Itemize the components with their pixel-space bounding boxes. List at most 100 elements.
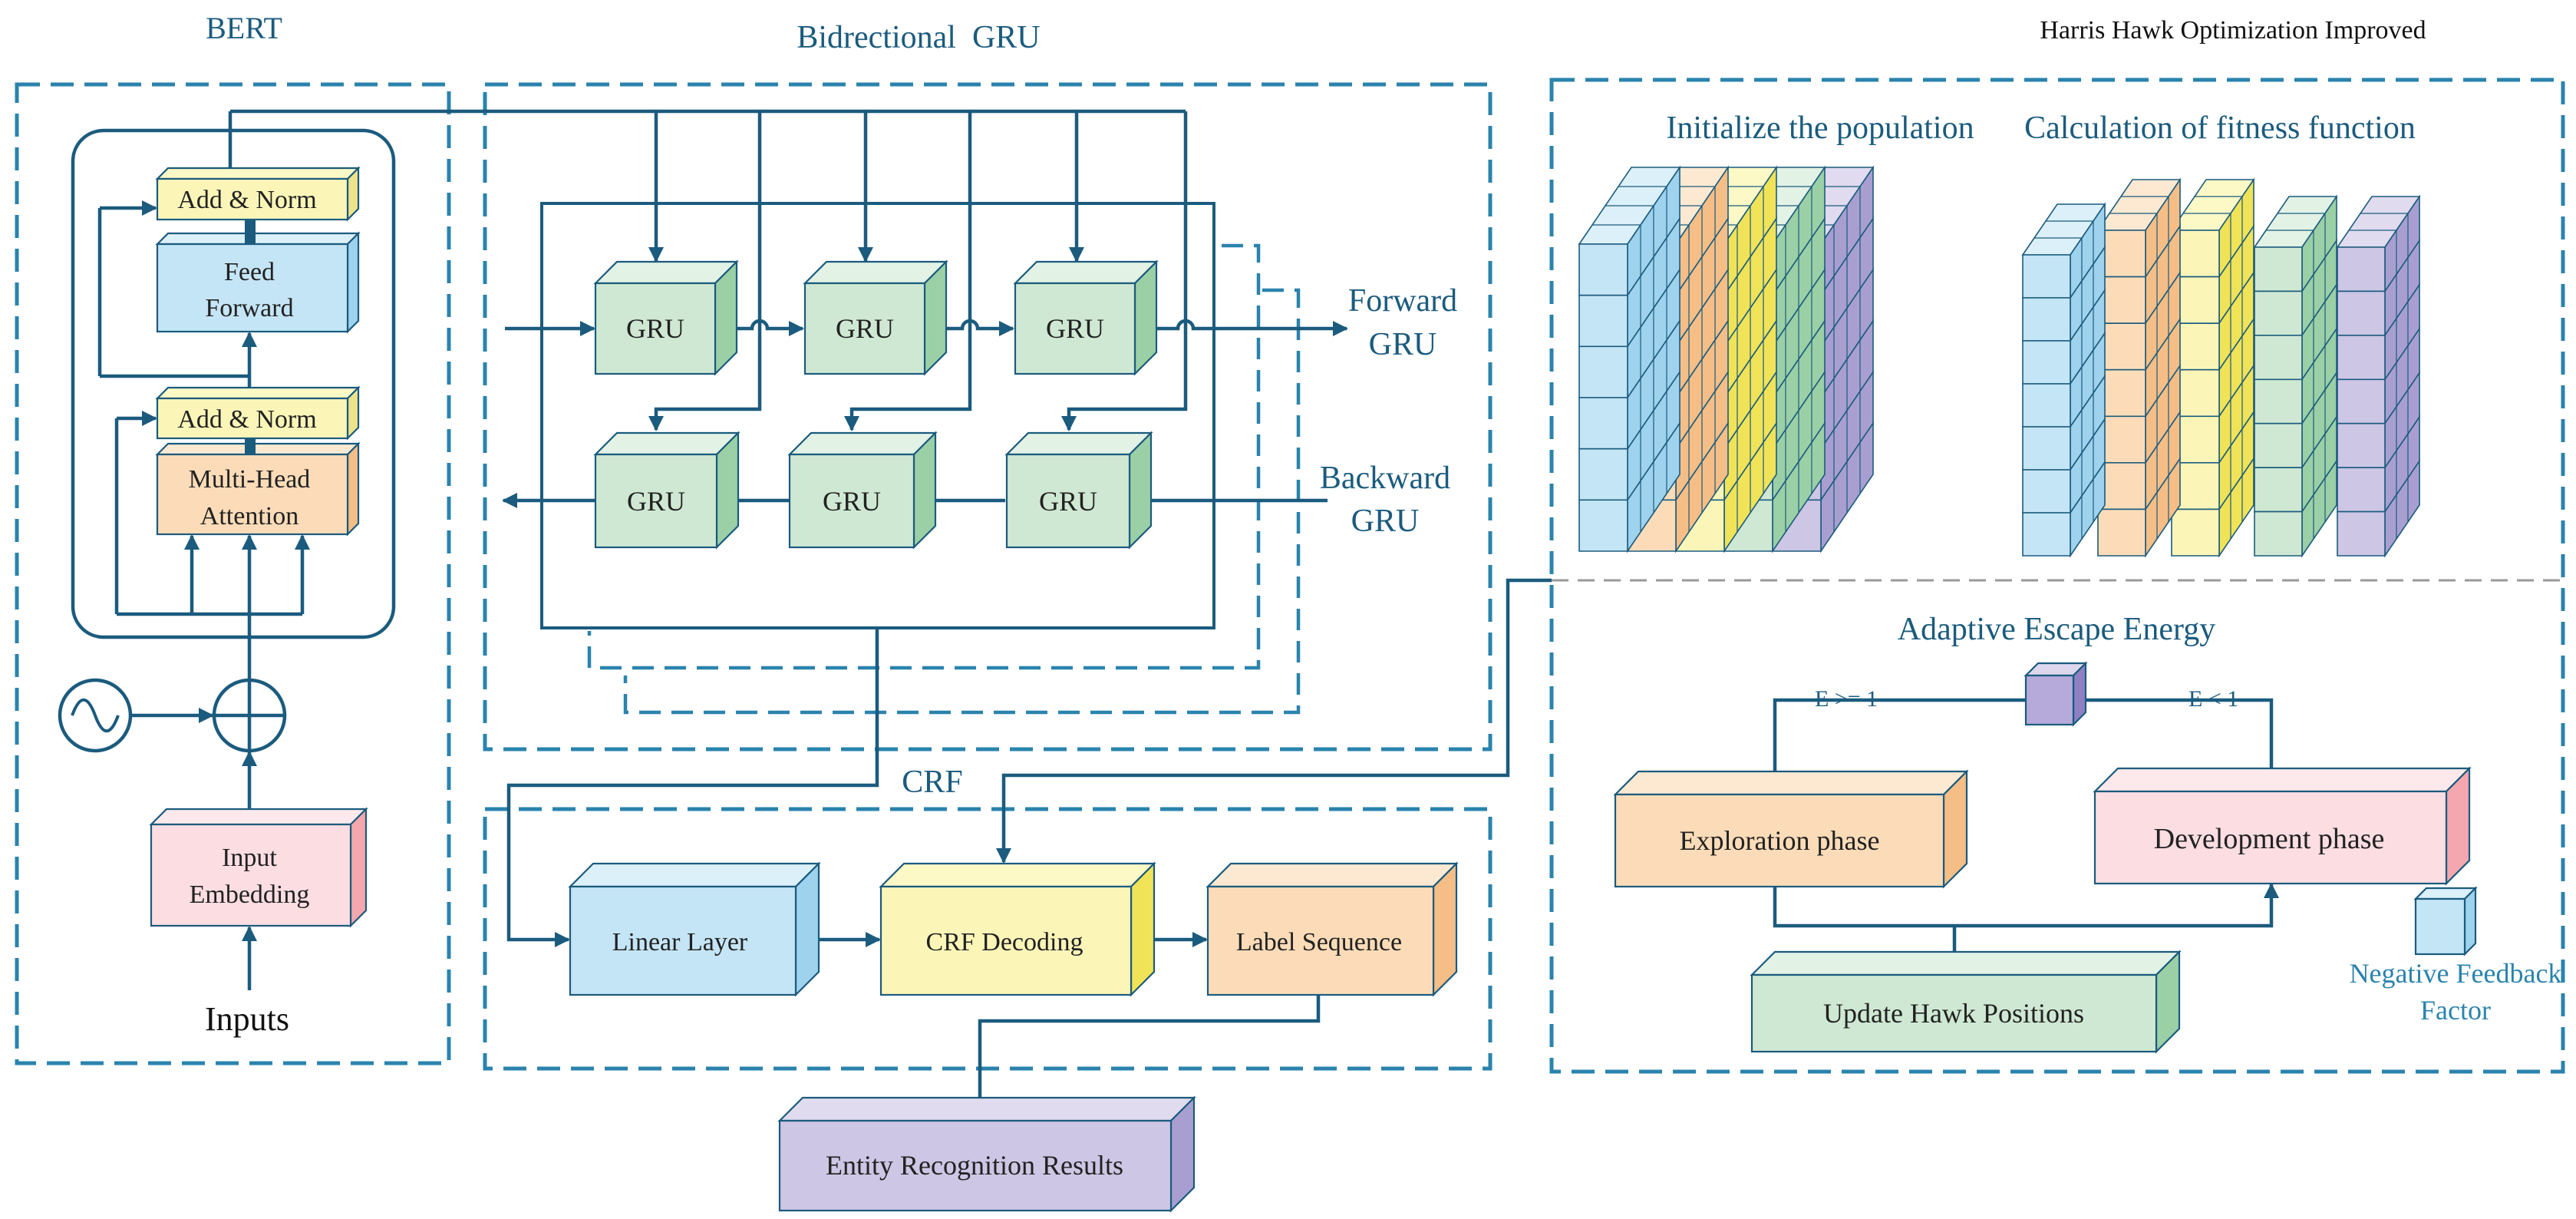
crf-frame xyxy=(483,807,1492,1071)
input-embedding-box: Input Embedding xyxy=(149,807,368,928)
bert-frame xyxy=(15,82,451,1065)
gru-cell-label: GRU xyxy=(836,313,894,344)
gru-cell-backward-1: GRU xyxy=(593,431,740,550)
negative-feedback-node xyxy=(2413,886,2478,956)
encoder-block xyxy=(71,128,396,639)
fitness-column-cell xyxy=(2022,297,2071,342)
feed-forward-box: Feed Forward xyxy=(155,231,361,334)
fitness-column-cell xyxy=(2022,383,2071,428)
add-norm-bottom-box: Add & Norm xyxy=(155,385,361,441)
linear-layer-box: Linear Layer xyxy=(568,861,821,997)
embedding-label-2: Embedding xyxy=(190,880,310,909)
fitness-column-cell xyxy=(2097,508,2146,557)
fitness-column-cell xyxy=(2254,378,2303,425)
label-sequence-box: Label Sequence xyxy=(1206,861,1459,997)
fitness-column-cell xyxy=(2337,422,2386,468)
entity-results-label: Entity Recognition Results xyxy=(826,1150,1123,1181)
label-sequence-label: Label Sequence xyxy=(1236,928,1402,956)
population-column-cell xyxy=(1578,294,1628,348)
crf-decoding-box: CRF Decoding xyxy=(879,861,1156,997)
add-norm-top-box: Add & Norm xyxy=(155,166,361,222)
population-column-cell xyxy=(1578,448,1628,501)
adaptive-escape-energy-title: Adaptive Escape Energy xyxy=(1898,612,2215,647)
fitness-column-cell xyxy=(2022,426,2071,471)
negative-feedback-label-2: Factor xyxy=(2420,995,2491,1026)
feed-forward-label-2: Forward xyxy=(205,294,293,322)
gru-cell-forward-3: GRU xyxy=(1013,259,1159,376)
entity-recognition-results-box: Entity Recognition Results xyxy=(777,1095,1196,1213)
development-label: Development phase xyxy=(2154,823,2385,855)
gru-dashed-layers xyxy=(587,243,1301,715)
gru-cell-label: GRU xyxy=(1046,313,1104,344)
fitness-column-cell xyxy=(2171,508,2220,557)
fitness-column-cell xyxy=(2337,290,2386,336)
gru-cell-backward-3: GRU xyxy=(1004,431,1153,550)
bigru-title: Bidrectional GRU xyxy=(797,20,1040,55)
fitness-column-cell xyxy=(2254,335,2303,381)
fitness-column-cell xyxy=(2022,469,2071,514)
connector-stub xyxy=(245,438,256,455)
population-grid xyxy=(1578,165,1875,553)
fitness-column-cell xyxy=(2337,335,2386,381)
fitness-column-cell xyxy=(2254,246,2303,292)
linear-layer-label: Linear Layer xyxy=(612,928,748,956)
population-column-cell xyxy=(1578,499,1628,552)
hho-frame xyxy=(1549,78,2565,1074)
fitness-column-cell xyxy=(2022,254,2071,299)
attention-label-2: Attention xyxy=(200,502,298,530)
backward-gru-label-1: Backward xyxy=(1320,461,1450,496)
update-positions-label: Update Hawk Positions xyxy=(1823,998,2084,1029)
backward-gru-label-2: GRU xyxy=(1351,504,1420,539)
crf-connectors xyxy=(506,578,1552,1122)
embedding-label-1: Input xyxy=(222,844,277,872)
hho-title: Harris Hawk Optimization Improved xyxy=(2040,16,2426,45)
fitness-column-cell xyxy=(2254,467,2303,513)
hho-connectors xyxy=(1766,698,2280,971)
crf-title: CRF xyxy=(902,765,962,800)
exploration-phase-box: Exploration phase xyxy=(1613,769,1969,889)
fitness-column-cell xyxy=(2254,290,2303,336)
fitness-function-title: Calculation of fitness function xyxy=(2024,111,2416,146)
gru-cell-label: GRU xyxy=(627,486,685,517)
add-norm-bottom-label: Add & Norm xyxy=(177,405,316,434)
energy-node xyxy=(2024,661,2088,727)
init-population-title: Initialize the population xyxy=(1666,111,1974,146)
gru-cell-label: GRU xyxy=(1039,486,1097,517)
gru-connectors xyxy=(230,109,1349,509)
sum-icon xyxy=(212,678,287,753)
fitness-column-cell xyxy=(2022,512,2071,557)
gru-cell-backward-2: GRU xyxy=(787,431,938,550)
bigru-frame xyxy=(483,82,1492,752)
gru-cell-label: GRU xyxy=(626,313,684,344)
exploration-label: Exploration phase xyxy=(1680,825,1880,856)
fitness-column-cell xyxy=(2254,510,2303,557)
e-ge-label: E >= 1 xyxy=(1815,686,1878,712)
update-positions-box: Update Hawk Positions xyxy=(1750,950,2182,1054)
gru-cells: GRU GRU GRU GRU GRU xyxy=(593,259,1159,550)
bert-connectors xyxy=(97,111,311,990)
connector-stub xyxy=(245,220,256,243)
gru-cell-forward-1: GRU xyxy=(593,259,739,376)
forward-gru-label-2: GRU xyxy=(1369,327,1437,362)
fitness-column-cell xyxy=(2254,422,2303,468)
fitness-grid xyxy=(2021,177,2421,558)
negative-feedback-label-1: Negative Feedback xyxy=(2350,958,2562,989)
multi-head-attention-box: Multi-Head Attention xyxy=(155,441,361,537)
population-column-cell xyxy=(1578,243,1628,296)
crf-decoding-label: CRF Decoding xyxy=(926,928,1084,956)
population-column-cell xyxy=(1578,345,1628,398)
gru-cell-label: GRU xyxy=(823,486,881,517)
fitness-column-cell xyxy=(2337,467,2386,513)
fitness-column-cell xyxy=(2022,340,2071,385)
e-lt-label: E < 1 xyxy=(2188,686,2238,712)
feed-forward-label-1: Feed xyxy=(224,258,275,286)
forward-gru-label-1: Forward xyxy=(1348,283,1457,319)
gru-cell-forward-2: GRU xyxy=(803,259,948,376)
bert-title: BERT xyxy=(206,11,282,45)
add-norm-top-label: Add & Norm xyxy=(177,186,316,214)
development-phase-box: Development phase xyxy=(2093,766,2472,886)
fitness-column-cell xyxy=(2337,378,2386,425)
population-column-cell xyxy=(1578,397,1628,450)
attention-label-1: Multi-Head xyxy=(189,465,311,494)
